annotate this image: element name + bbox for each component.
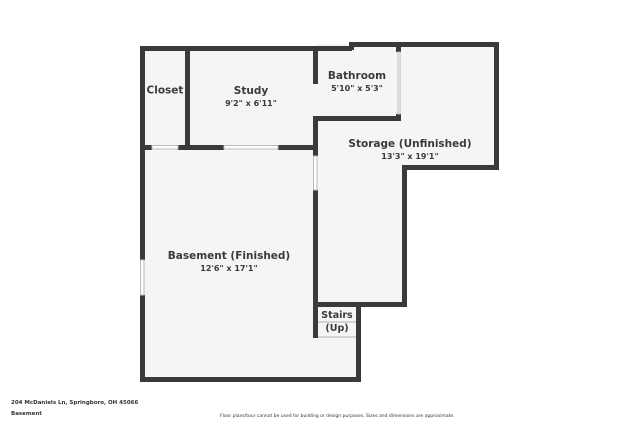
room-dimensions: 5'10" x 5'3" bbox=[331, 84, 383, 93]
room-dimensions: 13'3" x 19'1" bbox=[381, 152, 439, 161]
room-name: Storage (Unfinished) bbox=[348, 138, 472, 150]
floor-level: Basement bbox=[11, 411, 42, 417]
room-closet: Closet bbox=[147, 85, 184, 98]
room-dimensions: 9'2" x 6'11" bbox=[225, 99, 277, 108]
openings bbox=[140, 51, 401, 296]
stairs-direction: (Up) bbox=[325, 323, 349, 334]
room-basement: Basement (Finished) 12'6" x 17'1" bbox=[168, 250, 290, 274]
room-dimensions: 12'6" x 17'1" bbox=[200, 264, 258, 273]
room-storage: Storage (Unfinished) 13'3" x 19'1" bbox=[348, 138, 471, 162]
walls bbox=[140, 42, 499, 382]
room-name: Closet bbox=[146, 84, 184, 97]
room-name: Study bbox=[233, 85, 269, 97]
room-name: Basement (Finished) bbox=[167, 250, 291, 262]
room-bathroom: Bathroom 5'10" x 5'3" bbox=[328, 70, 386, 94]
stairs-name: Stairs bbox=[321, 310, 353, 321]
room-name: Bathroom bbox=[327, 70, 387, 82]
room-study: Study 9'2" x 6'11" bbox=[225, 85, 277, 109]
stair-treads bbox=[318, 321, 356, 338]
room-stairs: Stairs (Up) bbox=[321, 309, 352, 335]
property-address: 204 McDaniels Ln, Springboro, OH 45066 bbox=[11, 400, 139, 406]
disclaimer: Floor plans/tour cannot be used for buil… bbox=[220, 414, 455, 419]
floor-fill bbox=[143, 44, 498, 380]
